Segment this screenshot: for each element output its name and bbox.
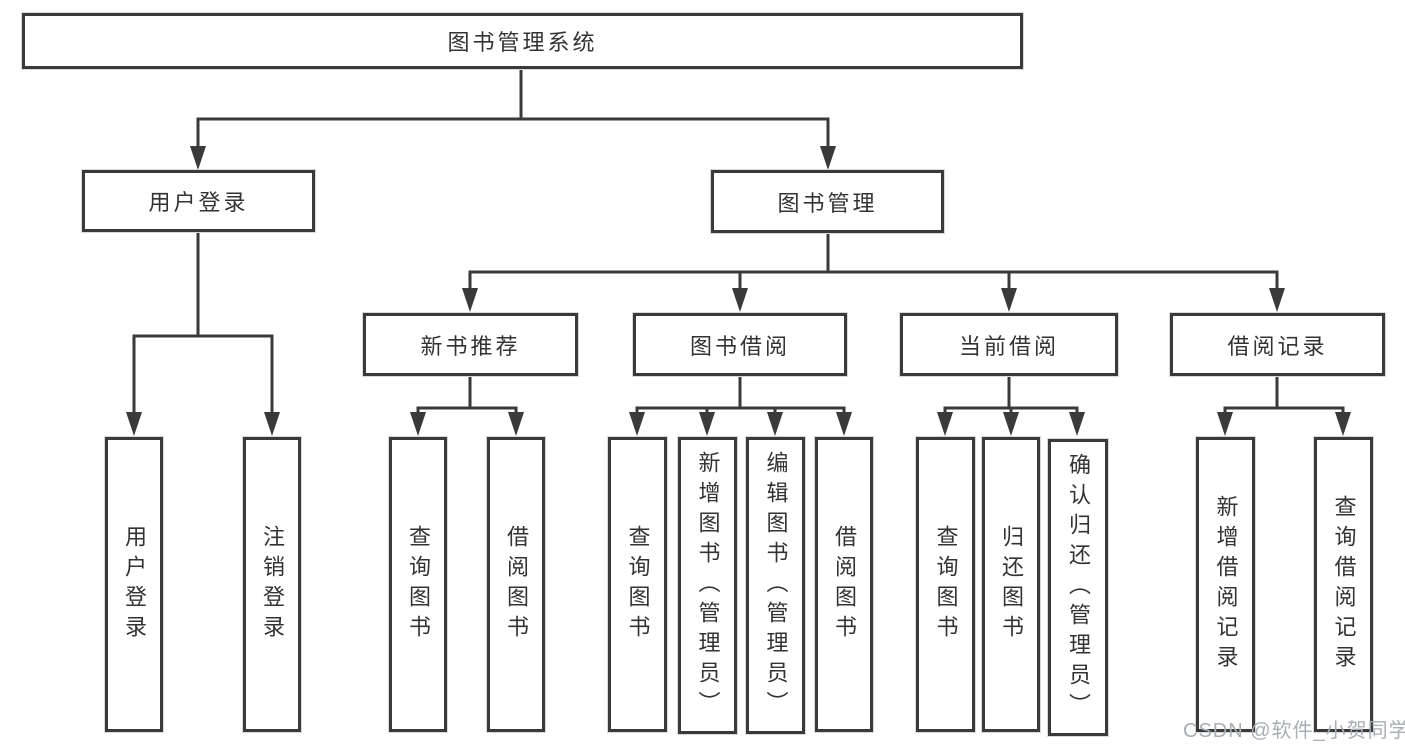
arrow-down-icon [410, 412, 426, 436]
connector-current-borrow-children [937, 376, 1085, 436]
connector-root-to-level2 [190, 69, 836, 170]
arrow-down-icon [767, 412, 783, 436]
leaf-current-query-books: 查询图书 [916, 437, 975, 732]
arrow-down-icon [820, 146, 836, 170]
arrow-down-icon [1335, 412, 1351, 436]
connector-borrow-record-children [1217, 376, 1351, 436]
arrow-down-icon [1069, 412, 1085, 436]
arrow-down-icon [462, 288, 478, 312]
leaf-current-confirm-return-admin: 确认归还（管理员） [1048, 439, 1108, 736]
arrow-down-icon [1001, 288, 1017, 312]
leaf-borrow-add-books-admin: 新增图书（管理员） [678, 437, 737, 734]
leaf-borrow-borrow-books-label: 借阅图书 [832, 524, 857, 645]
connector-book-management-children [462, 233, 1285, 312]
arrow-down-icon [937, 412, 953, 436]
leaf-borrow-query-books-label: 查询图书 [625, 524, 651, 645]
node-user-login-label: 用户登录 [148, 190, 249, 215]
connector-user-login-children [126, 232, 280, 436]
leaf-record-query-borrow-record: 查询借阅记录 [1314, 437, 1373, 732]
leaf-borrow-borrow-books: 借阅图书 [815, 437, 873, 732]
node-root-label: 图书管理系统 [447, 30, 598, 55]
arrow-down-icon [1003, 412, 1019, 436]
leaf-logout-login: 注销登录 [243, 437, 301, 732]
leaf-newbook-borrow-books-label: 借阅图书 [504, 524, 529, 645]
leaf-record-query-borrow-record-label: 查询借阅记录 [1331, 494, 1357, 675]
watermark: CSDN @软件_小贺同学 [1183, 720, 1405, 742]
leaf-current-confirm-return-admin-label: 确认归还（管理员） [1066, 452, 1091, 723]
node-book-management-label: 图书管理 [777, 190, 878, 216]
node-book-borrow: 图书借阅 [633, 313, 847, 376]
leaf-newbook-query-books-label: 查询图书 [406, 524, 431, 645]
node-book-management: 图书管理 [711, 170, 944, 233]
connector-book-borrow-children [629, 376, 852, 436]
arrow-down-icon [699, 412, 715, 436]
node-user-login: 用户登录 [82, 170, 315, 232]
leaf-user-login: 用户登录 [105, 437, 163, 732]
node-book-borrow-label: 图书借阅 [689, 333, 790, 359]
leaf-record-add-borrow-record-label: 新增借阅记录 [1213, 494, 1239, 675]
node-new-book-recommend: 新书推荐 [363, 313, 578, 376]
node-borrow-record: 借阅记录 [1170, 313, 1385, 376]
leaf-borrow-query-books: 查询图书 [608, 437, 667, 732]
arrow-down-icon [1217, 412, 1233, 436]
leaf-borrow-add-books-admin-label: 新增图书（管理员） [695, 450, 721, 721]
connector-new-book-children [410, 376, 524, 436]
arrow-down-icon [836, 412, 852, 436]
leaf-newbook-query-books: 查询图书 [389, 437, 447, 732]
leaf-current-return-books-label: 归还图书 [999, 524, 1024, 645]
leaf-borrow-edit-books-admin-label: 编辑图书（管理员） [763, 450, 789, 721]
leaf-current-query-books-label: 查询图书 [933, 524, 959, 645]
leaf-user-login-label: 用户登录 [122, 524, 147, 645]
arrow-down-icon [190, 146, 206, 170]
arrow-down-icon [264, 412, 280, 436]
leaf-borrow-edit-books-admin: 编辑图书（管理员） [746, 437, 805, 734]
node-borrow-record-label: 借阅记录 [1227, 333, 1328, 359]
leaf-newbook-borrow-books: 借阅图书 [487, 437, 545, 732]
node-root: 图书管理系统 [22, 13, 1023, 69]
leaf-record-add-borrow-record: 新增借阅记录 [1196, 437, 1255, 732]
arrow-down-icon [508, 412, 524, 436]
leaf-current-return-books: 归还图书 [982, 437, 1040, 732]
node-new-book-recommend-label: 新书推荐 [420, 333, 521, 359]
node-current-borrow-label: 当前借阅 [958, 333, 1059, 359]
arrow-down-icon [126, 412, 142, 436]
node-current-borrow: 当前借阅 [900, 313, 1118, 376]
arrow-down-icon [732, 288, 748, 312]
arrow-down-icon [629, 412, 645, 436]
leaf-logout-login-label: 注销登录 [260, 524, 285, 645]
arrow-down-icon [1269, 288, 1285, 312]
